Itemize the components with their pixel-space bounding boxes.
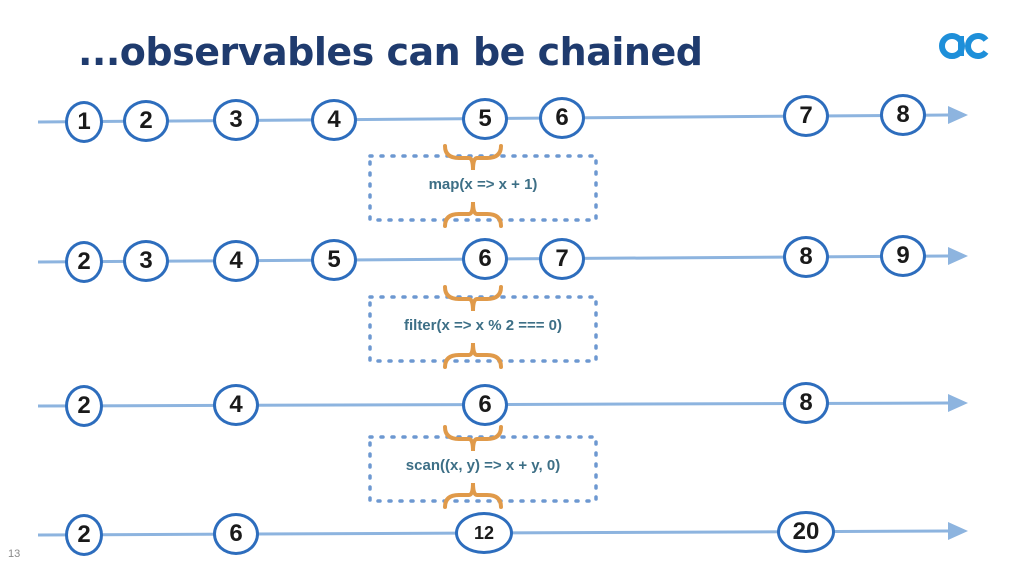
marble-source-2: 2 — [123, 100, 169, 143]
marble-source-1: 1 — [65, 100, 103, 143]
operator-label-scan: scan((x, y) => x + y, 0) — [405, 457, 561, 474]
marble-mapped-4: 4 — [213, 239, 259, 282]
timeline-arrowhead — [948, 247, 968, 265]
timeline-arrowhead — [948, 394, 968, 412]
marble-source-8: 8 — [880, 94, 926, 137]
marble-filtered-6: 6 — [462, 383, 508, 426]
marble-mapped-3: 3 — [123, 240, 169, 283]
marble-source-5: 5 — [462, 97, 508, 140]
brace-bottom-map — [443, 201, 503, 228]
marble-source-3: 3 — [213, 99, 259, 142]
marble-mapped-8: 8 — [783, 235, 829, 278]
brace-top-map — [443, 144, 503, 171]
marble-scanned-20: 20 — [777, 510, 835, 553]
operator-label-filter: filter(x => x % 2 === 0) — [403, 317, 562, 334]
marble-scanned-12: 12 — [455, 512, 513, 555]
timeline-arrowhead — [948, 106, 968, 124]
marble-mapped-9: 9 — [880, 235, 926, 278]
marble-scanned-2: 2 — [65, 513, 103, 556]
operator-label-map: map(x => x + 1) — [428, 176, 538, 193]
ac-logo-icon — [939, 33, 989, 59]
slide-number: 13 — [8, 548, 21, 560]
brace-bottom-scan — [443, 482, 503, 509]
marble-source-7: 7 — [783, 95, 829, 138]
brace-bottom-filter — [443, 342, 503, 369]
marble-mapped-7: 7 — [539, 237, 585, 280]
marble-filtered-4: 4 — [213, 384, 259, 427]
brace-top-filter — [443, 285, 503, 312]
marble-source-6: 6 — [539, 96, 585, 139]
marble-mapped-2: 2 — [65, 240, 103, 283]
marble-mapped-5: 5 — [311, 239, 357, 282]
timeline-arrowhead — [948, 522, 968, 540]
marble-scanned-6: 6 — [213, 513, 259, 556]
marble-filtered-8: 8 — [783, 382, 829, 425]
brace-top-scan — [443, 425, 503, 452]
marble-mapped-6: 6 — [462, 238, 508, 281]
marble-source-4: 4 — [311, 98, 357, 141]
marble-filtered-2: 2 — [65, 384, 103, 427]
slide-title: ...observables can be chained — [78, 30, 703, 74]
